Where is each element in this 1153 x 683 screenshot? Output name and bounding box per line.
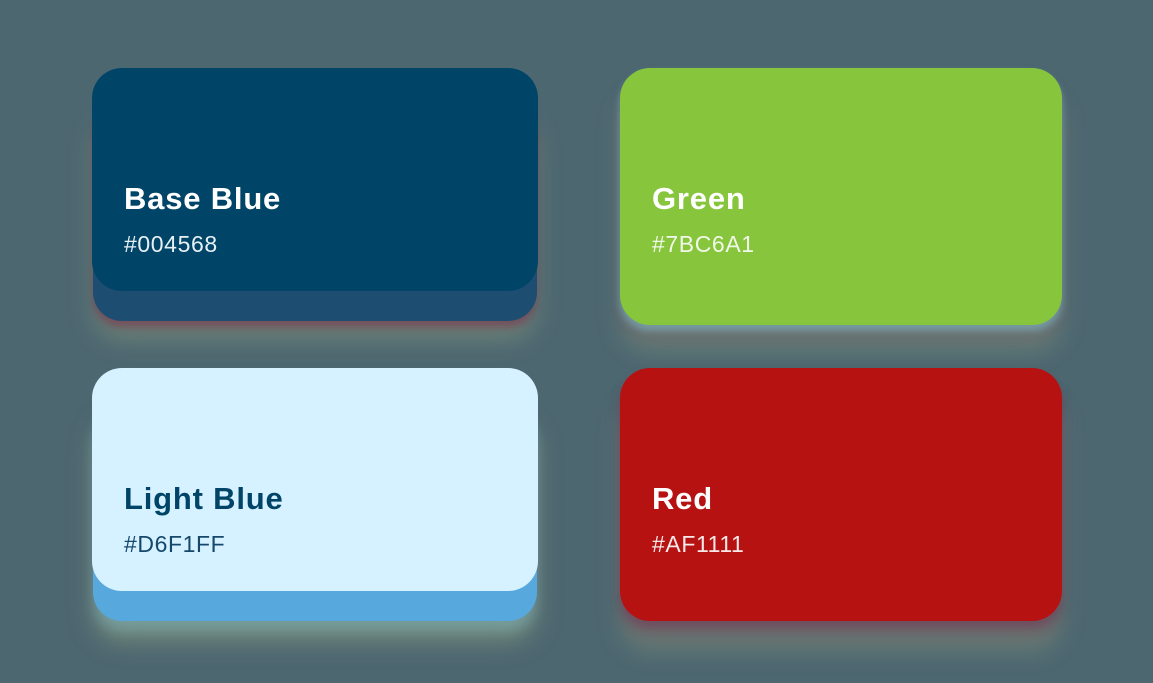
swatch-card-base-blue[interactable]: Base Blue #004568 — [92, 68, 538, 291]
swatch-hex: #004568 — [124, 231, 218, 257]
swatch-name: Green — [652, 181, 746, 216]
swatch-card-green[interactable]: Green #7BC6A1 — [620, 68, 1062, 325]
swatch-card-light-blue[interactable]: Light Blue #D6F1FF — [92, 368, 538, 591]
swatch-card-red[interactable]: Red #AF1111 — [620, 368, 1062, 621]
swatch-hex: #AF1111 — [652, 531, 745, 557]
swatch-name: Light Blue — [124, 481, 284, 516]
swatch-hex: #7BC6A1 — [652, 231, 755, 257]
swatch-name: Red — [652, 481, 713, 516]
swatch-name: Base Blue — [124, 181, 282, 216]
swatch-hex: #D6F1FF — [124, 531, 226, 557]
